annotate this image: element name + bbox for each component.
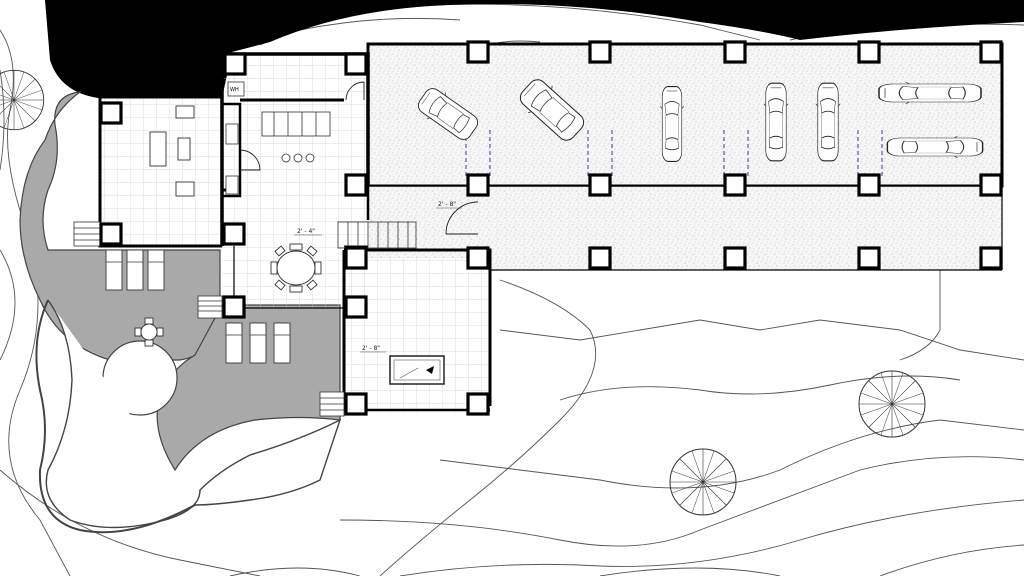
lounge-chair-icon (273, 322, 291, 364)
dining-table-icon (270, 243, 322, 293)
car-icon (886, 135, 984, 159)
column (344, 52, 368, 76)
column (466, 173, 490, 197)
living-room-furniture (149, 105, 195, 197)
dimension-garage-door: 2' - 8" (438, 201, 456, 208)
lounge-chair-icon (126, 249, 144, 291)
lounge-chair-icon (225, 322, 243, 364)
column (857, 40, 881, 64)
column (223, 52, 247, 76)
bar-stools (281, 153, 315, 163)
stairs (73, 221, 417, 417)
column (588, 173, 612, 197)
column (466, 40, 490, 64)
column (344, 295, 368, 319)
column (99, 101, 123, 125)
column (222, 222, 246, 246)
column (222, 295, 246, 319)
column (588, 40, 612, 64)
column (857, 173, 881, 197)
column (344, 392, 368, 416)
terrace (19, 91, 342, 534)
patio-table-icon (134, 317, 164, 347)
car-icon (763, 82, 789, 162)
column (344, 173, 368, 197)
dimension-game-room: 2' - 8" (362, 345, 380, 352)
garage-slab (366, 42, 1004, 271)
water-heater-label: WH (230, 87, 239, 93)
car-icon (878, 81, 982, 105)
car-icon (659, 86, 685, 162)
tree-icon (669, 448, 737, 516)
column (979, 246, 1003, 270)
column (466, 392, 490, 416)
column (723, 40, 747, 64)
tree-icon (858, 370, 926, 438)
kitchen-fixtures (225, 81, 331, 195)
dimension-dining: 2' - 4" (297, 228, 315, 235)
parking-stall-guides (465, 130, 883, 176)
lounge-chair-icon (249, 322, 267, 364)
door-swing-icon (239, 81, 479, 235)
column (588, 246, 612, 270)
car-icon (815, 82, 841, 162)
pool-table-icon (389, 355, 445, 385)
column (857, 246, 881, 270)
lounge-chair-icon (147, 249, 165, 291)
column (344, 246, 368, 270)
column (723, 246, 747, 270)
column (979, 40, 1003, 64)
column (466, 246, 490, 270)
column (723, 173, 747, 197)
column (99, 222, 123, 246)
hillside-mass (45, 0, 1024, 98)
column (979, 173, 1003, 197)
lounge-chair-icon (105, 249, 123, 291)
